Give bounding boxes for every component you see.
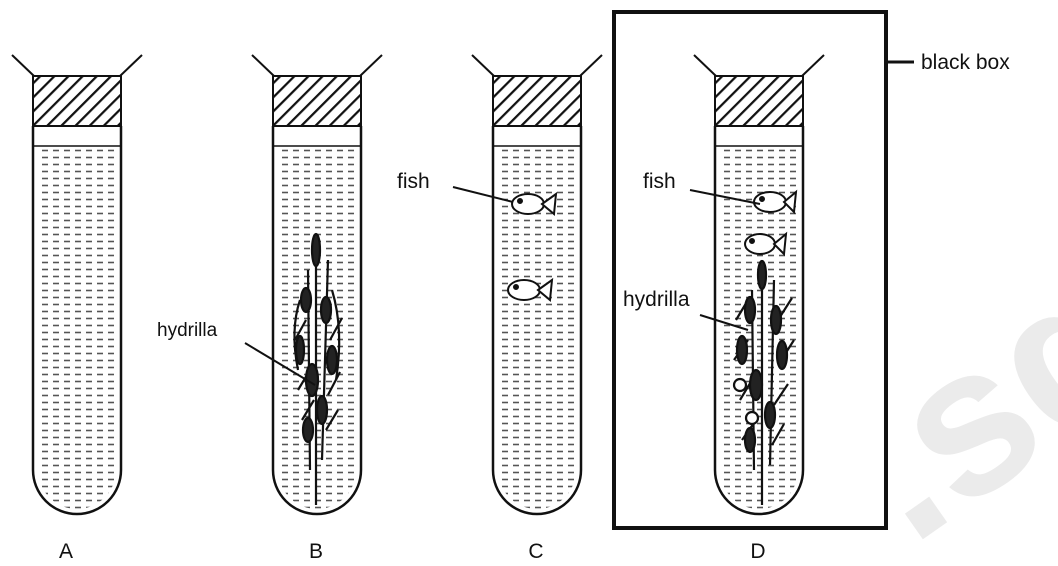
watermark-text: .sg	[802, 218, 1058, 566]
black-box-label: black box	[921, 51, 1010, 74]
tube-c-label: C	[528, 540, 543, 563]
tube-d-label: D	[750, 540, 765, 563]
hydrilla-d-label: hydrilla	[623, 288, 690, 311]
tube-c	[472, 55, 602, 514]
stopper	[715, 76, 803, 126]
tube-a	[12, 55, 142, 514]
tube-d	[694, 55, 824, 514]
fish-d-label: fish	[643, 170, 676, 193]
tube-a-label: A	[59, 540, 73, 563]
fish-c-label: fish	[397, 170, 430, 193]
tube-b	[252, 55, 382, 514]
tube-b-label: B	[309, 540, 323, 563]
stopper	[273, 76, 361, 126]
stopper	[493, 76, 581, 126]
stopper	[33, 76, 121, 126]
water	[38, 146, 116, 509]
hydrilla-b-label: hydrilla	[157, 320, 218, 341]
